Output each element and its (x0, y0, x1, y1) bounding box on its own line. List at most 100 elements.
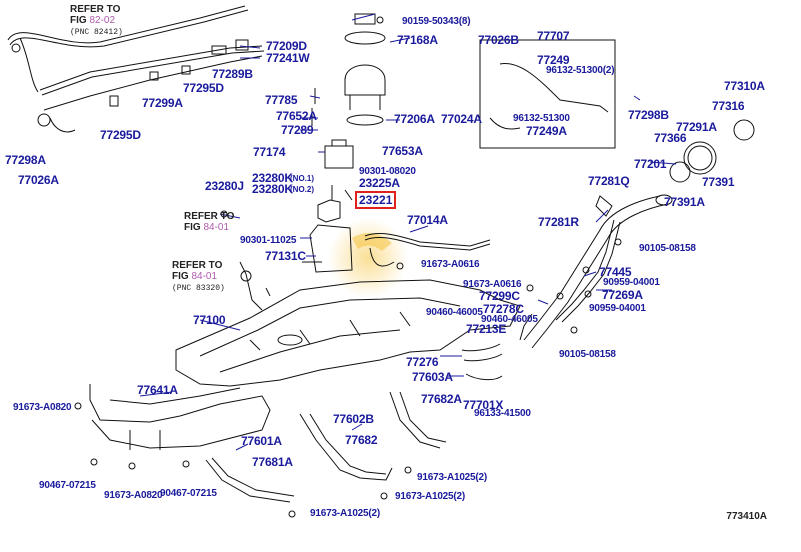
part-label[interactable]: 77682A (421, 392, 462, 406)
part-label[interactable]: 91673-A0616 (463, 279, 522, 290)
part-label[interactable]: 91673-A1025(2) (310, 508, 381, 519)
part-label[interactable]: 77249A (526, 124, 567, 138)
fuel-hose (364, 233, 491, 267)
fuel-pump-assembly (302, 13, 386, 273)
ref-label: REFER TO (70, 4, 121, 15)
ref-label: REFER TO (172, 260, 223, 271)
part-label[interactable]: 91673-A0820 (104, 490, 163, 501)
breather-pipes (461, 313, 533, 381)
part-label[interactable]: 90467-07215 (39, 480, 96, 491)
fuel-tube-assembly (7, 5, 265, 133)
part-label[interactable]: 77298A (5, 153, 46, 167)
part-label[interactable]: 77602B (333, 412, 374, 426)
part-label[interactable]: 77131C (265, 249, 306, 263)
part-label[interactable]: 23225A (359, 176, 400, 190)
ref-link[interactable]: 82-02 (89, 15, 116, 26)
part-label[interactable]: 77295D (183, 81, 224, 95)
part-label[interactable]: 77391A (664, 195, 705, 209)
part-label[interactable]: 90460-46005 (481, 314, 538, 325)
part-label[interactable]: 91673-A1025(2) (417, 472, 488, 483)
part-label[interactable]: 77201 (634, 157, 667, 171)
part-label[interactable]: 77213E (466, 322, 507, 336)
part-label[interactable]: 77289B (212, 67, 253, 81)
tank-protectors (89, 384, 447, 503)
part-label[interactable]: 77298B (628, 108, 669, 122)
part-label[interactable]: 77366 (654, 131, 687, 145)
part-label[interactable]: 90301-11025 (240, 235, 297, 246)
part-label[interactable]: 91673-A0820 (13, 402, 72, 413)
part-label[interactable]: 77291A (676, 120, 717, 134)
ref-pnc: (PNC 82412) (70, 28, 123, 37)
part-label[interactable]: 77024A (441, 112, 482, 126)
part-label[interactable]: 77249 (537, 53, 570, 67)
part-label[interactable]: 90159-50343(8) (402, 16, 471, 27)
part-label[interactable]: 77209D (266, 39, 307, 53)
part-label[interactable]: 23280K (252, 171, 293, 185)
part-label[interactable]: (NO.1) (290, 174, 314, 183)
part-label[interactable]: 77681A (252, 455, 293, 469)
part-label[interactable]: 90460-46005 (426, 307, 483, 318)
part-label[interactable]: 77281R (538, 215, 579, 229)
vent-tube-box (479, 39, 616, 149)
part-label[interactable]: 77281Q (588, 174, 630, 188)
part-label[interactable]: 77026B (478, 33, 519, 47)
ref-pnc: (PNC 83320) (172, 284, 225, 293)
highlighted-part-23221[interactable]: 23221 (355, 191, 397, 209)
part-label[interactable]: 96133-41500 (474, 408, 531, 419)
part-label[interactable]: 77603A (412, 370, 453, 384)
part-label[interactable]: 90959-04001 (603, 277, 660, 288)
watermark (328, 218, 408, 298)
part-label[interactable]: 77278C (483, 302, 524, 316)
part-label[interactable]: 90467-07215 (160, 488, 217, 499)
ref-fig-label: FIG (70, 15, 87, 26)
part-label[interactable]: 90301-08020 (359, 166, 416, 177)
part-label[interactable]: 77206A (394, 112, 435, 126)
part-label[interactable]: 77445 (599, 265, 632, 279)
ref-label: REFER TO (184, 211, 235, 222)
part-label[interactable]: 77653A (382, 144, 423, 158)
part-label[interactable]: 77241W (266, 51, 310, 65)
part-label[interactable]: 77276 (406, 355, 439, 369)
part-label[interactable]: 77682 (345, 433, 378, 447)
ref-fig-label: FIG (184, 222, 201, 233)
part-label[interactable]: 96132-51300(2) (546, 65, 615, 76)
part-label[interactable]: 90105-08158 (559, 349, 616, 360)
part-label[interactable]: 77174 (253, 145, 286, 159)
part-label[interactable]: 77310A (724, 79, 765, 93)
part-label[interactable]: 23280K (252, 182, 293, 196)
part-label[interactable]: 77100 (193, 313, 226, 327)
part-label[interactable]: 96132-51300 (513, 113, 570, 124)
part-label[interactable]: (NO.2) (290, 185, 314, 194)
part-label[interactable]: 77299A (142, 96, 183, 110)
part-label[interactable]: 77168A (397, 33, 438, 47)
part-label[interactable]: 77295D (100, 128, 141, 142)
part-label[interactable]: 77299C (479, 289, 520, 303)
part-label[interactable]: 90105-08158 (639, 243, 696, 254)
fuel-tank (175, 261, 521, 387)
part-label[interactable]: 77601A (241, 434, 282, 448)
part-label[interactable]: 77707 (537, 29, 570, 43)
part-label[interactable]: 23280J (205, 179, 244, 193)
part-label[interactable]: 77391 (702, 175, 735, 189)
ref-fig-84-01-b: REFER TO FIG 84-01 (PNC 83320) (172, 260, 225, 294)
leader-lines (139, 13, 677, 451)
part-label[interactable]: 77014A (407, 213, 448, 227)
ref-link[interactable]: 84-01 (203, 222, 230, 233)
part-label[interactable]: 77701X (463, 398, 504, 412)
ref-fig-84-01-a: REFER TO FIG 84-01 (184, 211, 234, 233)
part-label[interactable]: 77652A (276, 109, 317, 123)
part-label[interactable]: 77785 (265, 93, 298, 107)
ref-link[interactable]: 84-01 (191, 271, 218, 282)
part-label[interactable]: 77269A (602, 288, 643, 302)
part-label[interactable]: 90959-04001 (589, 303, 646, 314)
part-label[interactable]: 77026A (18, 173, 59, 187)
part-label[interactable]: 77641A (137, 383, 178, 397)
part-label[interactable]: 77289 (281, 123, 314, 137)
part-label[interactable]: 91673-A0616 (421, 259, 480, 270)
fasteners (74, 16, 622, 518)
part-label[interactable]: 77316 (712, 99, 745, 113)
filler-pipe (523, 119, 755, 349)
part-label[interactable]: 91673-A1025(2) (395, 491, 466, 502)
